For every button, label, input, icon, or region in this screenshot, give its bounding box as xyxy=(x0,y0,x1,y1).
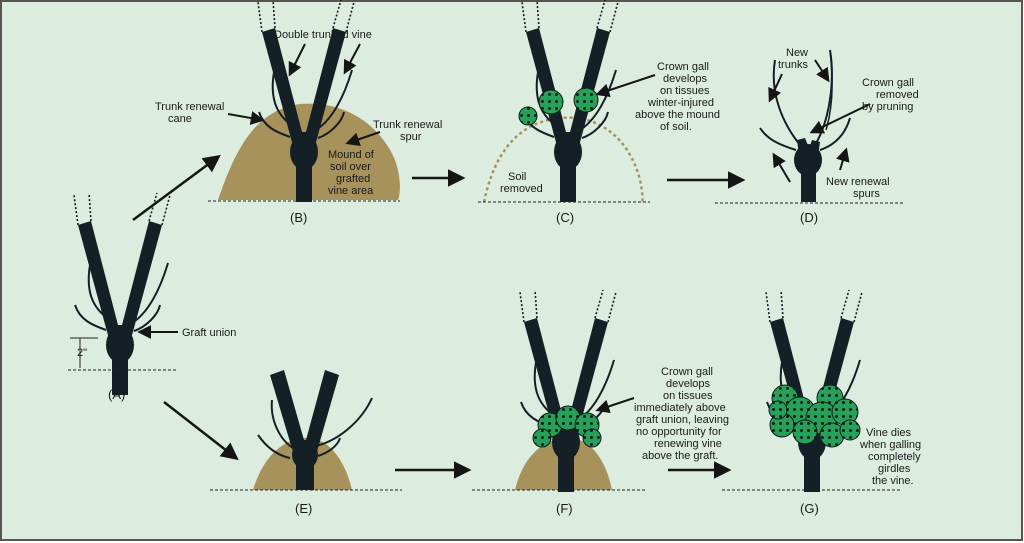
removed-soil-outline xyxy=(482,116,644,203)
arrow-trunk-renewal-cane xyxy=(227,111,265,125)
label-new-renewal-spurs: New renewal spurs xyxy=(826,176,893,200)
panel-d-vine xyxy=(759,49,851,202)
label-mound-of-soil: Mound of soil over grafted vine area xyxy=(328,149,377,197)
arrow-crown-gall-f xyxy=(595,397,635,414)
label-crown-gall-f: Crown gall develops on tissues immediate… xyxy=(634,366,732,462)
arrow-a-to-b xyxy=(132,154,221,222)
crown-gall-c xyxy=(518,87,599,126)
panel-label-e: (E) xyxy=(295,501,312,516)
arrow-double-trunk-right xyxy=(343,43,361,75)
crown-gall-g xyxy=(768,384,861,448)
label-crown-gall-c: Crown gall develops on tissues winter-in… xyxy=(635,61,723,133)
panel-e-vine xyxy=(257,370,373,490)
arrow-crown-gall-removed xyxy=(809,103,871,134)
panel-label-d: (D) xyxy=(800,210,818,225)
arrow-a-to-e xyxy=(163,401,239,461)
label-trunk-renewal-spur: Trunk renewal spur xyxy=(373,119,445,143)
arrow-trunk-renewal-spur xyxy=(345,131,381,146)
arrow-new-trunks-right xyxy=(814,59,830,83)
arrow-new-spur-left xyxy=(772,152,791,183)
arrow-crown-gall-c xyxy=(595,74,656,98)
label-new-trunks: New trunks xyxy=(778,47,811,71)
label-double-trunked-vine: Double trunked vine xyxy=(274,29,372,41)
panel-label-g: (G) xyxy=(800,501,819,516)
graft-union-label: Graft union xyxy=(182,327,236,339)
label-vine-dies: Vine dies when galling completely girdle… xyxy=(859,427,924,487)
panel-label-a: (A) xyxy=(108,387,125,402)
two-inch-marker: 2" xyxy=(70,337,98,368)
label-crown-gall-removed: Crown gall removed by pruning xyxy=(862,77,922,113)
panel-label-b: (B) xyxy=(290,210,307,225)
panel-label-f: (F) xyxy=(556,501,573,516)
label-soil-removed: Soil removed xyxy=(500,171,543,195)
arrow-new-spur-right xyxy=(836,147,850,171)
two-inch-label: 2" xyxy=(77,347,87,359)
crown-gall-f xyxy=(532,405,602,448)
panel-label-c: (C) xyxy=(556,210,574,225)
label-trunk-renewal-cane: Trunk renewal cane xyxy=(155,101,227,125)
arrow-new-trunks-left xyxy=(768,73,783,103)
arrow-double-trunk-left xyxy=(288,43,306,77)
